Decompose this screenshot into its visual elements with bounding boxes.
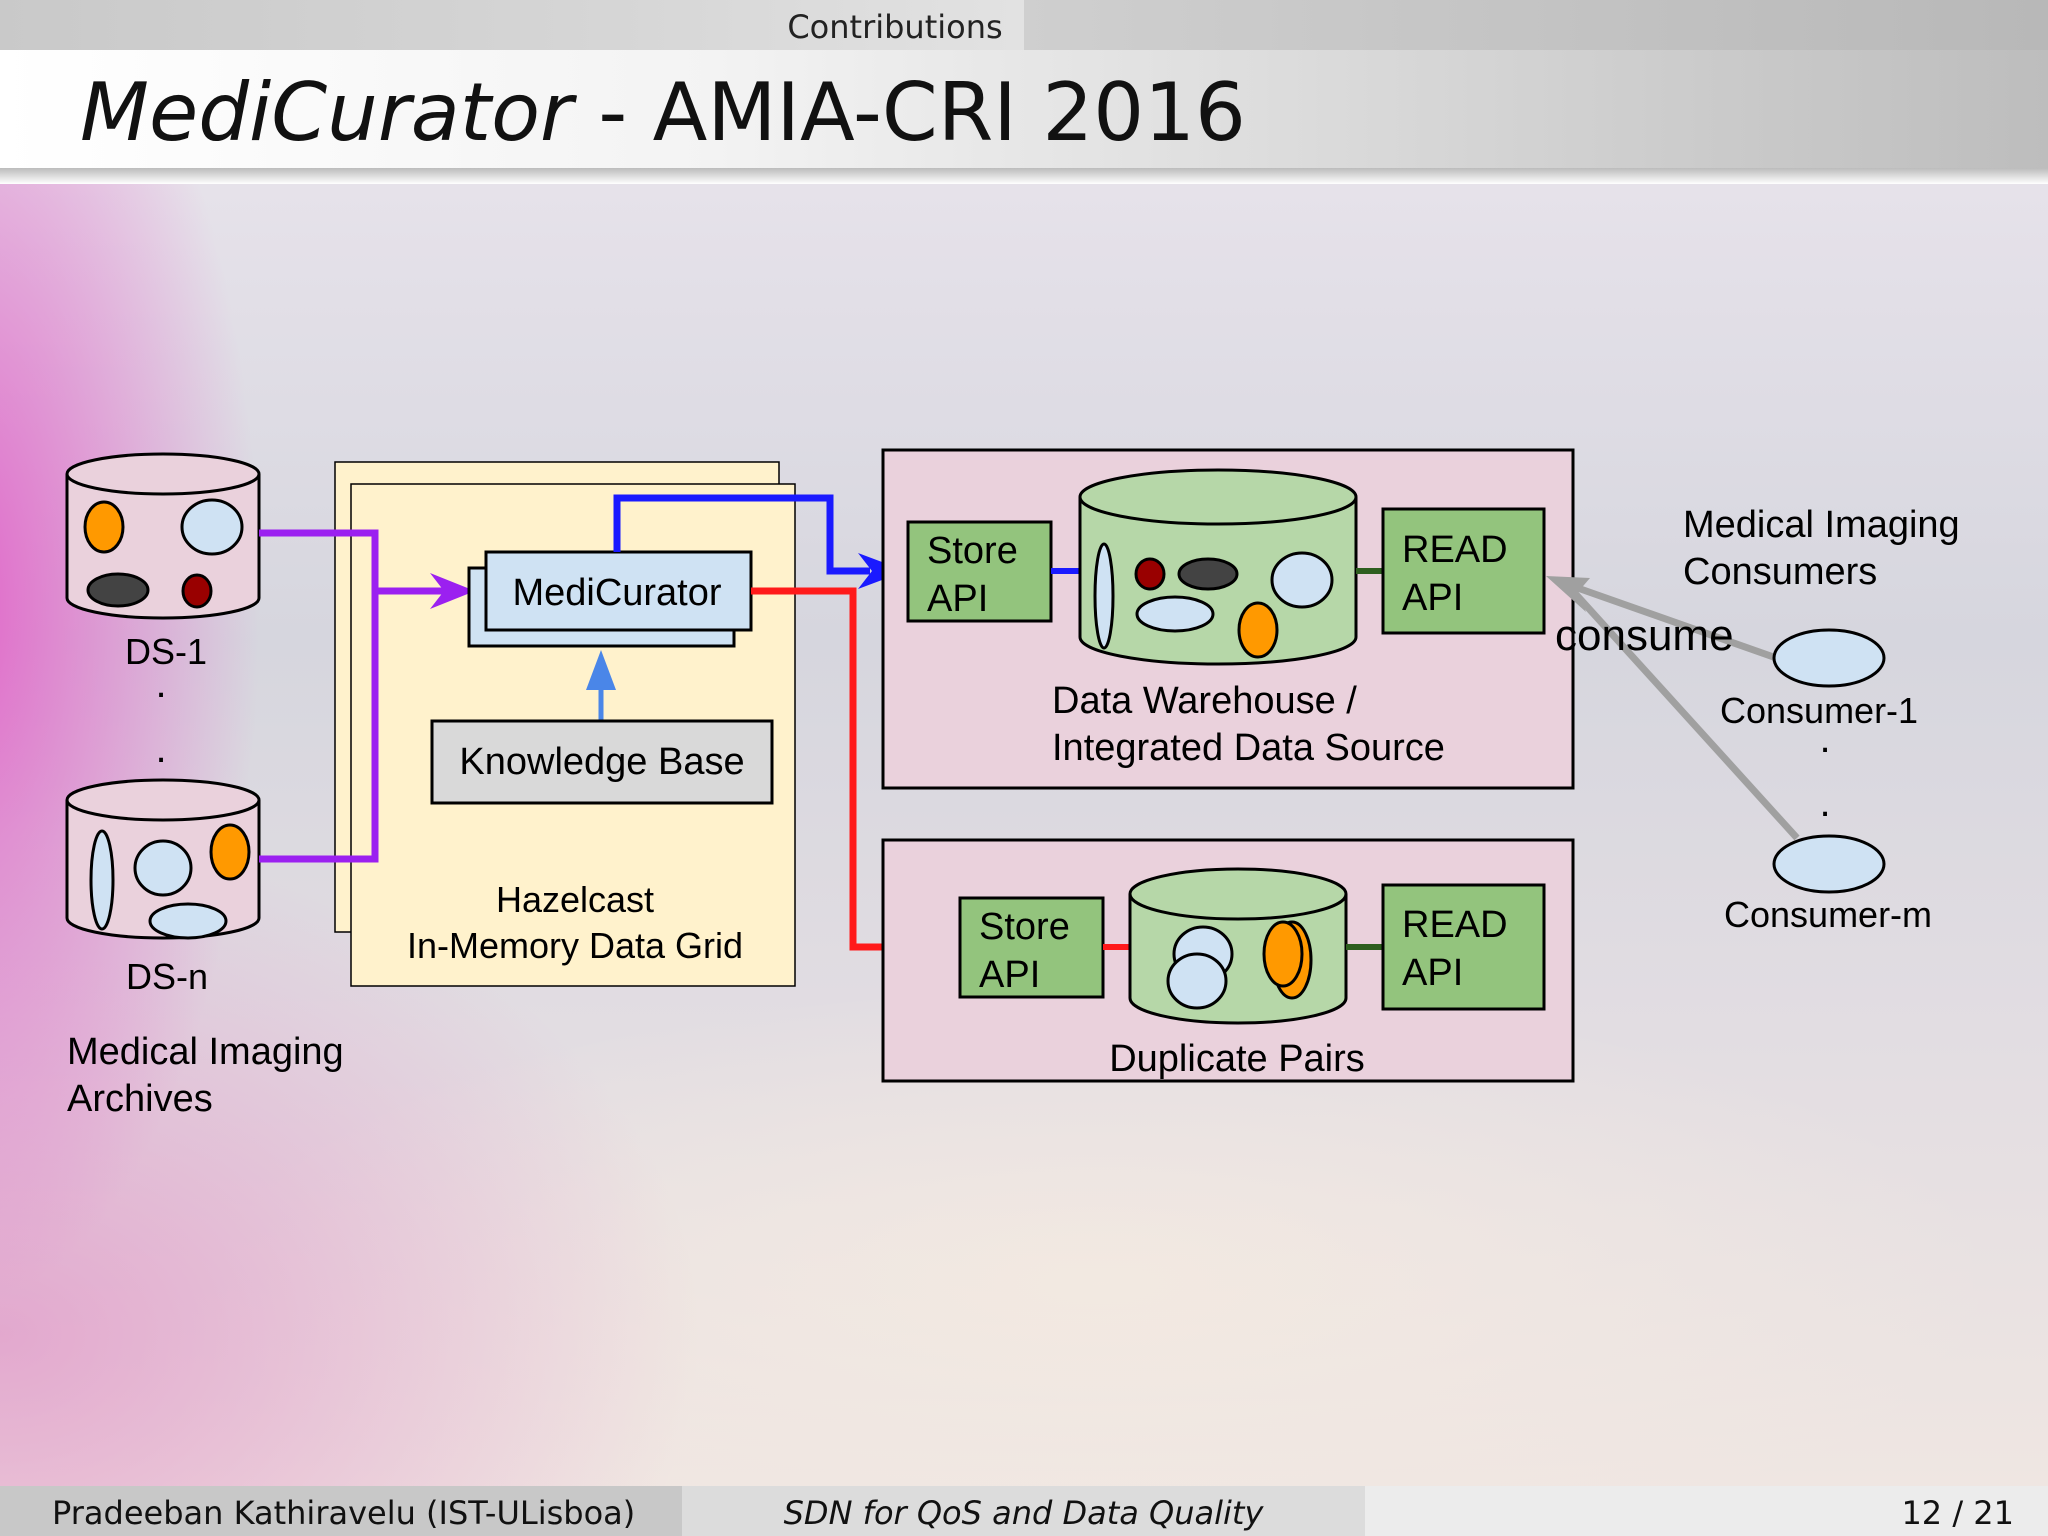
consume-label: consume — [1555, 611, 1734, 660]
medicurator-label: MediCurator — [512, 572, 721, 614]
image-ellipse-icon — [1135, 595, 1215, 633]
image-ellipse-icon — [1134, 557, 1166, 591]
warehouse-caption-line1: Data Warehouse / — [1052, 680, 1357, 722]
consumer-1-label: Consumer-1 — [1720, 690, 1918, 731]
ds-dots: . — [155, 727, 166, 771]
warehouse-read-label2: API — [1402, 577, 1463, 619]
warehouse-store-label1: Store — [927, 530, 1018, 572]
duplicates-store-api[interactable] — [958, 896, 1105, 999]
kb-arrowhead — [586, 650, 616, 690]
image-ellipse-icon — [86, 572, 150, 608]
ds-n-label: DS-n — [126, 956, 208, 997]
image-ellipse-icon — [1270, 551, 1334, 609]
warehouse-store-label2: API — [927, 578, 988, 620]
title-rest: - AMIA-CRI 2016 — [572, 66, 1246, 159]
warehouse-caption-line2: Integrated Data Source — [1052, 727, 1445, 769]
image-ellipse-icon — [209, 823, 251, 881]
knowledge-base-label: Knowledge Base — [459, 741, 744, 783]
consume-arrow-m — [1569, 587, 1800, 841]
duplicates-store-label2: API — [979, 954, 1040, 996]
duplicates-read-label2: API — [1402, 952, 1463, 994]
consumers-title-line1: Medical Imaging — [1683, 504, 1960, 546]
ds-1-label: DS-1 — [125, 631, 207, 672]
warehouse-store-api[interactable] — [906, 520, 1053, 623]
grid-caption-line1: Hazelcast — [496, 879, 654, 920]
warehouse-cylinder — [1078, 468, 1358, 666]
purple-arrowhead — [430, 573, 475, 609]
image-ellipse-icon — [1093, 542, 1115, 650]
duplicates-read-api[interactable] — [1381, 883, 1546, 1011]
grid-caption-line2: In-Memory Data Grid — [407, 925, 743, 966]
section-bar — [0, 0, 2048, 50]
consume-arrow-1 — [1570, 582, 1784, 664]
ds-n-cylinder — [65, 778, 261, 940]
image-ellipse-icon — [180, 498, 244, 556]
image-ellipse-icon — [89, 829, 115, 931]
section-label[interactable]: Contributions — [787, 8, 1003, 46]
flow-to-warehouse — [613, 494, 870, 575]
consumer-dots: . — [1819, 781, 1830, 825]
ds-dots: . — [155, 662, 166, 706]
consumer-m-label: Consumer-m — [1724, 894, 1932, 935]
duplicates-read-label1: READ — [1402, 904, 1508, 946]
footer-author: Pradeeban Kathiravelu (IST-ULisboa) — [52, 1494, 636, 1532]
warehouse-read-label1: READ — [1402, 529, 1508, 571]
consumer-m-icon[interactable] — [1772, 834, 1886, 894]
footer: Pradeeban Kathiravelu (IST-ULisboa) SDN … — [0, 1486, 2048, 1536]
title-bar — [0, 50, 2048, 168]
warehouse-read-api[interactable] — [1381, 507, 1546, 635]
image-ellipse-icon — [1166, 952, 1228, 1010]
duplicates-cylinder — [1128, 867, 1348, 1025]
archives-caption-line2: Archives — [67, 1078, 213, 1120]
slide-title: MediCurator - AMIA-CRI 2016 — [80, 66, 1246, 159]
archives-caption-line1: Medical Imaging — [67, 1031, 344, 1073]
consumers-title-line2: Consumers — [1683, 551, 1877, 593]
gray-arrowhead — [1546, 576, 1590, 612]
flow-ds1-to-grid — [259, 529, 379, 591]
consumer-dots: . — [1819, 717, 1830, 761]
ds-1-cylinder — [65, 452, 261, 620]
footer-talk-title: SDN for QoS and Data Quality — [783, 1494, 1264, 1532]
image-ellipse-icon — [1262, 920, 1304, 988]
image-ellipse-icon — [133, 839, 193, 897]
image-ellipse-icon — [1237, 601, 1279, 659]
image-ellipse-icon — [83, 500, 125, 554]
image-ellipse-icon — [148, 902, 228, 940]
consumer-1-icon[interactable] — [1772, 628, 1886, 688]
image-ellipse-icon — [181, 573, 213, 609]
footer-page-number: 12 / 21 — [1901, 1494, 2014, 1532]
knowledge-base-box[interactable] — [430, 719, 774, 805]
duplicates-store-label1: Store — [979, 906, 1070, 948]
image-ellipse-icon — [1177, 557, 1239, 591]
flow-dsn-to-grid — [259, 591, 379, 863]
title-italic: MediCurator — [80, 66, 573, 159]
duplicates-caption: Duplicate Pairs — [1109, 1038, 1365, 1080]
